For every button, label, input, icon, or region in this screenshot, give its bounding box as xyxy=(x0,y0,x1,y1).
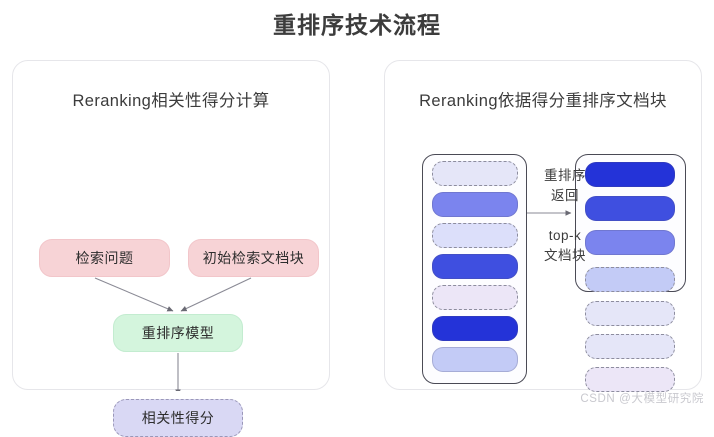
doc-block[interactable] xyxy=(585,301,675,326)
panel-relevance-scoring: Reranking相关性得分计算 检索问题 初始检索文档块 重排序模型 相关性得… xyxy=(12,60,330,437)
doc-block[interactable] xyxy=(585,196,675,221)
doc-block[interactable] xyxy=(585,334,675,359)
doc-block[interactable] xyxy=(432,316,518,341)
node-query[interactable]: 检索问题 xyxy=(39,239,170,277)
node-initial-doc-chunks[interactable]: 初始检索文档块 xyxy=(188,239,319,277)
doc-block[interactable] xyxy=(585,230,675,255)
doc-block[interactable] xyxy=(585,267,675,292)
doc-block[interactable] xyxy=(432,192,518,217)
page-title: 重排序技术流程 xyxy=(273,12,441,38)
doc-block[interactable] xyxy=(432,347,518,372)
panel-right-heading: Reranking依据得分重排序文档块 xyxy=(419,92,667,110)
doc-block[interactable] xyxy=(432,161,518,186)
panel-left-heading: Reranking相关性得分计算 xyxy=(72,92,270,110)
node-rerank-model[interactable]: 重排序模型 xyxy=(113,314,243,352)
doc-block[interactable] xyxy=(432,285,518,310)
doc-block[interactable] xyxy=(585,162,675,187)
doc-block[interactable] xyxy=(432,223,518,248)
label-rerank-return: 重排序返回 xyxy=(544,168,586,203)
doc-block[interactable] xyxy=(432,254,518,279)
watermark: CSDN @大模型研究院 xyxy=(580,393,704,405)
doc-block[interactable] xyxy=(585,367,675,392)
node-relevance-score[interactable]: 相关性得分 xyxy=(113,399,243,437)
